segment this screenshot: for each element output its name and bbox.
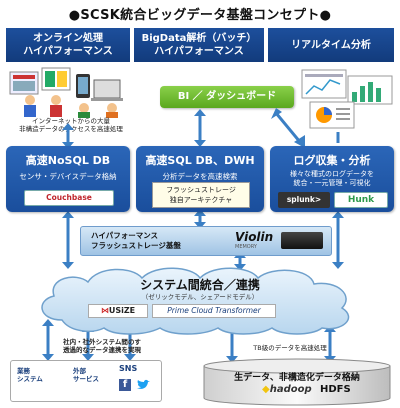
- note-line: 社内・社外システム間のす: [63, 338, 141, 346]
- devices-icon: [9, 67, 123, 118]
- header-realtime-analysis: リアルタイム分析: [268, 28, 394, 62]
- note-line: インターネットからの大量: [32, 117, 110, 125]
- note-line: 透過的なデータ連携を実現: [63, 346, 141, 354]
- flash-line: フラッシュストレージ基盤: [91, 241, 181, 250]
- log-title: ログ収集・分析: [293, 154, 371, 167]
- system-line: 業務: [17, 367, 30, 375]
- integration-title: システム間統合／連携: [140, 278, 260, 292]
- dashboard-screenshots: [300, 68, 396, 130]
- flash-architecture-box: フラッシュストレージ 独自アーキテクチャ: [152, 182, 250, 208]
- tb-data-note: TB級のデータを高速処理: [253, 344, 327, 352]
- splunk-logo: splunk>: [278, 192, 330, 208]
- user-devices-illustration: [8, 66, 136, 118]
- violin-logo: Violin: [235, 230, 274, 244]
- sns-label: SNS: [119, 364, 138, 373]
- couchbase-logo: Couchbase: [24, 190, 114, 206]
- sub-line: 独自アーキテクチャ: [169, 196, 233, 204]
- log-desc-line: 様々な種式のログデータを: [290, 170, 374, 178]
- system-line: 外部: [73, 367, 86, 375]
- header-line: ハイパフォーマンス: [23, 46, 113, 57]
- facebook-icon: f: [119, 379, 131, 391]
- flash-text: ハイパフォーマンス フラッシュストレージ基盤: [91, 231, 181, 251]
- sql-db-box: 高速SQL DB、DWH 分析データを高速検索 フラッシュストレージ 独自アーキ…: [136, 146, 264, 212]
- bi-dashboard-bar: BI ／ ダッシュボード: [160, 86, 294, 108]
- business-system: 業務 システム: [17, 367, 43, 383]
- usize-logo: ⋈USiZE: [88, 304, 148, 318]
- hadoop-elephant-icon: ◆: [262, 384, 270, 395]
- system-line: サービス: [73, 375, 99, 383]
- header-online-processing: オンライン処理 ハイパフォーマンス: [6, 28, 130, 62]
- twitter-icon: [137, 379, 150, 389]
- flash-line: ハイパフォーマンス: [91, 231, 159, 240]
- dashboard-icon: [301, 69, 393, 129]
- header-line: BigData解析（バッチ）: [141, 33, 257, 44]
- nosql-title: 高速NoSQL DB: [25, 154, 111, 167]
- header-line: ハイパフォーマンス: [154, 46, 244, 57]
- diagram-title: ●SCSK統合ビッグデータ基盤コンセプト●: [68, 8, 332, 23]
- external-service: 外部 サービス: [73, 367, 99, 383]
- storage-appliance-icon: [281, 232, 323, 249]
- log-analysis-box: ログ収集・分析 様々な種式のログデータを 統合・一元管理・可視化 splunk>…: [270, 146, 394, 212]
- header-line: オンライン処理: [33, 33, 103, 44]
- transparent-link-note: 社内・社外システム間のす 透過的なデータ連携を実現: [52, 338, 152, 354]
- hdfs-cylinder: [203, 358, 391, 406]
- sub-line: フラッシュストレージ: [166, 186, 236, 194]
- usize-mark-icon: ⋈: [100, 306, 109, 315]
- integration-subtitle: （ゼリックモデル、シェアードモデル）: [141, 293, 259, 301]
- hdfs-title: 生データ、非構造化データ格納: [234, 373, 360, 383]
- flash-storage-band: ハイパフォーマンス フラッシュストレージ基盤 Violin MEMORY: [80, 226, 332, 256]
- hadoop-label: hadoop: [269, 384, 312, 395]
- nosql-db-box: 高速NoSQL DB センサ・デバイスデータ格納 Couchbase: [6, 146, 130, 212]
- log-desc-line: 統合・一元管理・可視化: [293, 179, 371, 187]
- usize-label: USiZE: [108, 306, 136, 315]
- violin-sub: MEMORY: [235, 244, 257, 250]
- hunk-logo: Hunk: [334, 192, 388, 208]
- nosql-desc: センサ・デバイスデータ格納: [19, 172, 117, 181]
- header-line: リアルタイム分析: [291, 39, 371, 51]
- primecloud-logo: Prime Cloud Transformer: [152, 304, 276, 318]
- hdfs-label: HDFS: [320, 384, 351, 395]
- system-line: システム: [17, 375, 43, 383]
- hadoop-logo: ◆hadoop: [262, 384, 312, 395]
- sqldb-title: 高速SQL DB、DWH: [145, 154, 255, 167]
- sqldb-desc: 分析データを高速検索: [162, 172, 238, 181]
- header-bigdata-batch: BigData解析（バッチ） ハイパフォーマンス: [134, 28, 264, 62]
- systems-container: 業務 システム 外部 サービス SNS f: [10, 360, 162, 402]
